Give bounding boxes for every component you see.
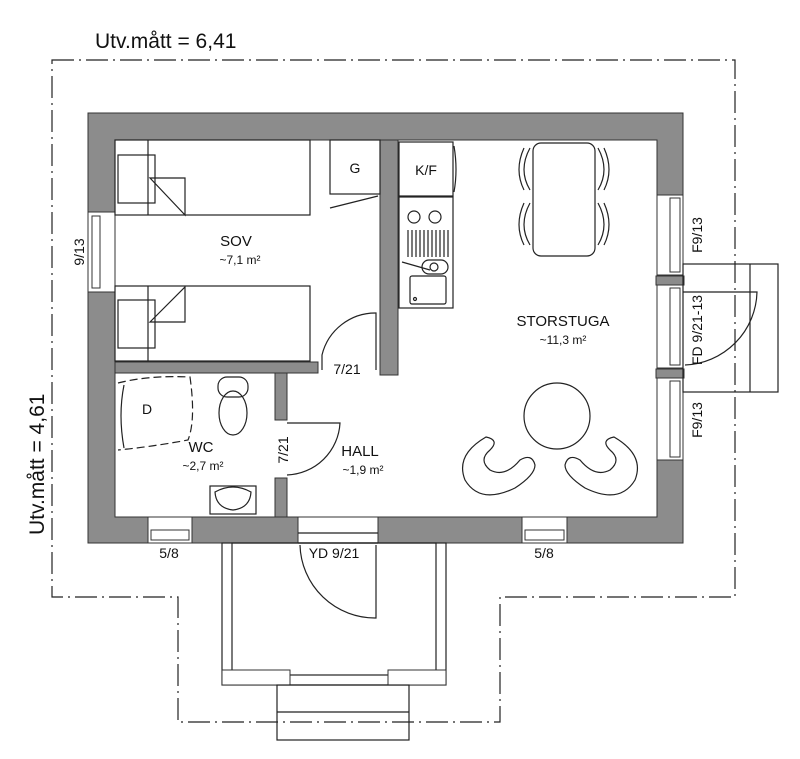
bed-bottom xyxy=(114,285,311,362)
room-name-storstuga: STORSTUGA xyxy=(516,313,609,330)
armchair-right xyxy=(564,436,639,496)
room-area-hall: ~1,9 m² xyxy=(342,463,383,477)
room-area-wc: ~2,7 m² xyxy=(182,459,223,473)
wc-door-label: 7/21 xyxy=(275,436,291,463)
wall-wc-hall-lower xyxy=(274,477,288,518)
left-window xyxy=(87,211,116,293)
bottom-window-right xyxy=(521,516,568,544)
wall-sov-kitchen xyxy=(379,139,399,376)
wall-wc-hall-upper xyxy=(274,372,288,421)
entrance-door-swing[interactable] xyxy=(299,544,377,619)
outer-dimension-outline xyxy=(51,59,736,723)
wall-sov-wc xyxy=(114,361,319,374)
toilet xyxy=(217,376,249,436)
exterior-wall xyxy=(87,112,684,544)
dining-table xyxy=(518,142,610,257)
window-post xyxy=(655,275,685,286)
wardrobe xyxy=(329,139,381,195)
right-door-opening xyxy=(656,284,684,369)
armchair-left xyxy=(461,436,536,496)
right-window-bottom xyxy=(656,377,684,461)
sov-door-swing[interactable] xyxy=(321,312,377,370)
shower-label: D xyxy=(142,401,152,417)
front-porch xyxy=(221,542,447,741)
bottom-window-left-label: 5/8 xyxy=(159,545,179,561)
depth-dimension-label: Utv.mått = 4,61 xyxy=(26,394,49,535)
fridge xyxy=(398,141,454,197)
room-name-sov: SOV xyxy=(220,233,252,250)
room-name-hall: HALL xyxy=(341,443,379,460)
round-table xyxy=(523,382,591,450)
right-door-label: FD 9/21-13 xyxy=(689,295,705,365)
sov-door-label: 7/21 xyxy=(333,361,360,377)
wc-door-swing[interactable] xyxy=(286,422,341,476)
bed-top xyxy=(114,139,311,217)
right-window-bottom-label: F9/13 xyxy=(689,402,705,438)
washbasin xyxy=(209,485,257,515)
fridge-label: K/F xyxy=(415,162,437,178)
wardrobe-label: G xyxy=(350,160,361,176)
room-area-sov: ~7,1 m² xyxy=(219,253,260,267)
left-window-label: 9/13 xyxy=(71,238,87,265)
bottom-window-left xyxy=(147,516,193,544)
bottom-window-right-label: 5/8 xyxy=(534,545,554,561)
right-window-top-label: F9/13 xyxy=(689,217,705,253)
room-name-wc: WC xyxy=(189,439,214,456)
shower xyxy=(117,376,194,451)
right-door-swing[interactable] xyxy=(683,291,758,366)
room-area-storstuga: ~11,3 m² xyxy=(540,333,587,347)
window-post xyxy=(655,368,685,379)
entrance-door-label: YD 9/21 xyxy=(309,545,360,561)
entrance-opening xyxy=(297,516,379,544)
right-window-top xyxy=(656,194,684,276)
kitchenette xyxy=(398,196,454,309)
width-dimension-label: Utv.mått = 6,41 xyxy=(95,30,236,53)
side-steps xyxy=(682,263,779,393)
